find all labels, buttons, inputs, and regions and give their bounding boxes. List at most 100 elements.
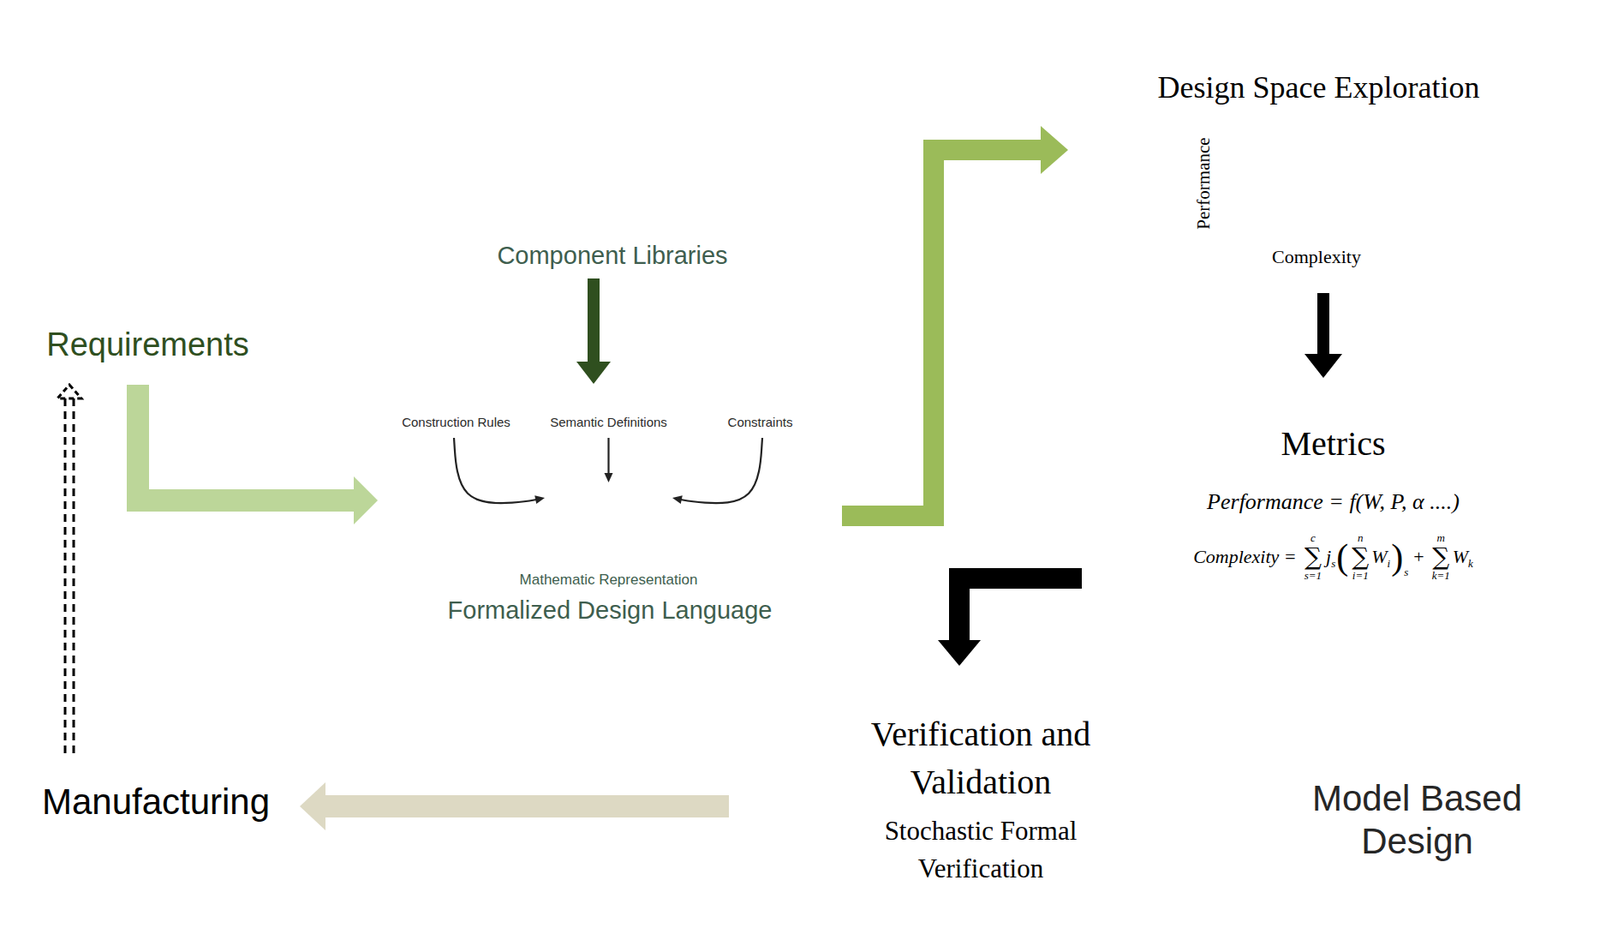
pareto-chart-part: [1329, 213, 1334, 218]
pareto-chart-part: [1298, 206, 1303, 211]
flow-arrow: [453, 437, 545, 504]
formula-term: (: [1336, 537, 1349, 577]
component-pictures-part: [727, 179, 829, 189]
pareto-chart-part: [1287, 182, 1293, 188]
formula-part: m∑k=1: [1432, 531, 1451, 582]
text-slot: Complexity: [1260, 246, 1373, 268]
library-panel: Component Libraries: [380, 38, 845, 279]
pareto-chart-part: [1283, 199, 1288, 204]
pareto-chart-part: [1337, 192, 1342, 198]
arrow-head: [1040, 125, 1069, 174]
pareto-chart-part: [1321, 199, 1326, 204]
flow-arrow: [841, 125, 1069, 516]
formula-term: s: [1403, 565, 1409, 580]
node-label: Requirements: [46, 324, 250, 365]
text-slot: Component Libraries: [380, 240, 845, 271]
panel-title: Metrics: [1125, 423, 1541, 464]
pareto-chart-part: [1283, 192, 1288, 198]
pareto-chart-part: [1267, 213, 1272, 218]
scroll-shape-part: [561, 516, 590, 520]
pareto-chart-part: [1329, 206, 1334, 211]
formula-sigma: ∑: [1351, 543, 1369, 570]
pareto-chart-part: [1325, 168, 1332, 174]
pareto-chart-part: [1358, 152, 1365, 159]
pareto-chart-part: [1267, 192, 1272, 198]
component-pictures-part: [757, 194, 770, 221]
arrow-head: [937, 639, 981, 666]
pareto-chart-part: [1301, 152, 1308, 159]
pareto-chart-part: [1341, 175, 1347, 181]
pareto-chart-part: [1341, 161, 1347, 168]
scroll-shape-part: [556, 525, 605, 528]
component-pictures-part: [394, 189, 408, 202]
formula: Performance = f(W, P, α ....): [1125, 488, 1541, 516]
pareto-chart-part: [1279, 182, 1285, 188]
pareto-chart-part: [1302, 161, 1308, 168]
component-pictures-part: [414, 192, 467, 233]
formula-limit: c: [1310, 531, 1316, 544]
node-label: Semantic Definitions: [549, 414, 668, 430]
scroll-shape-part: [613, 525, 655, 530]
pareto-chart-part: [1295, 175, 1301, 181]
arrow-shaft: [1317, 292, 1330, 356]
pareto-chart-part: [1306, 199, 1311, 204]
formula-sigma: ∑: [1304, 543, 1322, 570]
panel-title: Verification and Validation: [835, 710, 1127, 806]
pareto-chart-part: [1295, 168, 1301, 174]
pareto-chart-part: [1259, 199, 1265, 204]
flow-arrow: [604, 437, 614, 483]
component-pictures-part: [750, 98, 777, 106]
pareto-chart-part: [1328, 152, 1335, 159]
pareto-chart-part: [1267, 199, 1272, 204]
document-sheet-part: [1498, 243, 1527, 272]
scroll-shape-part: [556, 497, 595, 500]
pareto-chart-part: [1218, 113, 1386, 231]
pareto-chart-part: [1265, 185, 1272, 192]
pareto-chart-part: [1325, 175, 1332, 181]
pareto-chart-part: [1306, 192, 1311, 198]
pareto-chart-part: [1290, 213, 1296, 218]
scroll-shape-part: [545, 557, 672, 567]
pareto-chart-part: [1298, 192, 1303, 198]
pareto-chart-part: [1341, 168, 1347, 174]
text-slot: Mathematic Representation: [506, 571, 711, 589]
pareto-chart-part: [1321, 206, 1326, 211]
component-pictures-part: [727, 185, 829, 234]
formula-term: k: [1468, 556, 1474, 571]
pareto-chart-part: [1313, 206, 1319, 211]
component-pictures-part: [570, 189, 605, 221]
document-sheet-part: [1511, 595, 1541, 624]
panel-title: Design Space Exploration: [1110, 70, 1528, 106]
pareto-chart-part: [1337, 206, 1342, 211]
arrow-head: [576, 361, 611, 384]
flow-arrow: [672, 437, 763, 504]
pareto-chart-part: [1259, 206, 1265, 211]
pareto-chart-part: [1333, 182, 1339, 188]
formula-part: ): [1390, 537, 1404, 577]
flow-arrow: [937, 578, 1082, 666]
text-slot: Manufacturing: [41, 780, 270, 824]
scroll-shape-part: [594, 507, 622, 509]
flow-arrow: [299, 782, 729, 830]
formula-part: +: [1408, 545, 1429, 568]
node-label: Manufacturing: [41, 780, 270, 824]
component-pictures-part: [782, 98, 816, 106]
formula-sigma: ∑: [1432, 543, 1450, 570]
pareto-chart-part: [1287, 168, 1293, 174]
arrow-shaft: [137, 384, 356, 501]
pareto-chart-part: [1277, 172, 1284, 179]
green-region: [5, 20, 886, 662]
pareto-chart-part: [1313, 199, 1319, 204]
pareto-chart-part: [1318, 168, 1324, 174]
scroll-shape-part: [602, 544, 648, 549]
arrow-shaft: [680, 437, 763, 503]
pareto-chart-part: [1244, 213, 1249, 218]
formula-limit: k=1: [1432, 569, 1451, 582]
pareto-chart-part: [1275, 199, 1280, 204]
arrow-shaft: [607, 437, 609, 475]
formula-term: j: [1325, 545, 1332, 568]
pareto-chart-part: [1352, 206, 1357, 211]
pareto-chart-part: [1349, 168, 1355, 174]
scroll-shape-part: [545, 483, 672, 492]
